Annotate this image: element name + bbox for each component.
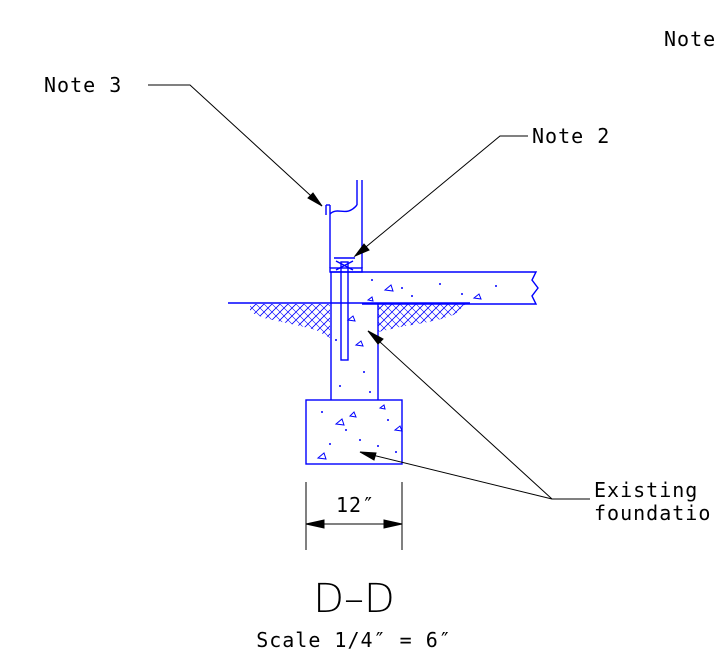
note-2-label: Note 2 [532,124,610,148]
note-3-label: Note 3 [44,73,122,97]
note-3-leader [148,84,323,207]
footing [305,399,403,465]
dimension-arrow-left [305,519,325,529]
section-title: D–D [313,576,395,622]
scale-label: Scale 1/4″ = 6″ [256,628,452,652]
existing-leader-footing [359,451,553,500]
concrete-dots [321,279,497,453]
structure [228,180,539,465]
note-2-arrowhead [353,243,370,258]
dimension-label: 12″ [336,493,375,517]
slab [330,271,539,305]
note-2-leader [354,135,528,257]
existing-arrowhead-footing [359,451,377,461]
existing-leader-stem [367,330,590,500]
concrete-marks [316,284,482,460]
existing-arrowhead-stem [367,330,384,345]
column-base-plate [329,267,363,273]
column-break-line [329,204,358,215]
anchor-bolt [340,261,349,361]
soil-hatch-right [378,304,466,332]
annotations [148,84,590,550]
existing-label-line1: Existing [594,478,698,502]
note-3-arrowhead [307,192,323,207]
existing-label-line2: foundatio [594,501,711,525]
soil-hatch-left [250,304,330,338]
dimension-arrow-right [383,519,403,529]
note-top-right-label: Note [664,27,716,51]
